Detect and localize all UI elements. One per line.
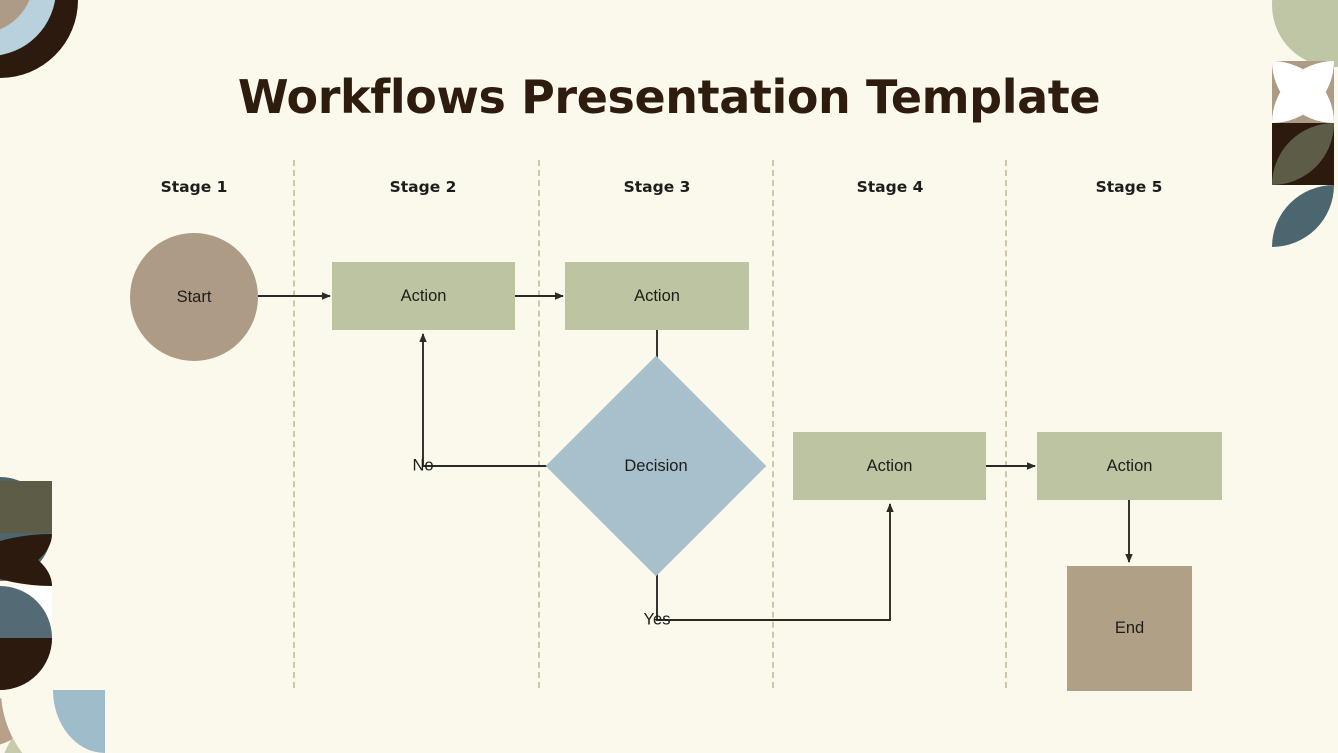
edge-label-no: No xyxy=(412,456,434,475)
lane-divider-1 xyxy=(293,160,295,688)
node-end[interactable]: End xyxy=(1067,566,1192,691)
node-action-2-label: Action xyxy=(634,286,680,305)
stage-label-2: Stage 2 xyxy=(389,178,457,196)
node-decision-label: Decision xyxy=(624,456,688,475)
lane-divider-3 xyxy=(772,160,774,688)
node-end-label: End xyxy=(1114,619,1145,637)
stage-label-4: Stage 4 xyxy=(856,178,924,196)
node-start[interactable]: Start xyxy=(130,233,258,361)
node-action-3-label: Action xyxy=(866,456,913,475)
lane-divider-2 xyxy=(538,160,540,688)
lane-divider-4 xyxy=(1005,160,1007,688)
node-decision[interactable]: Decision xyxy=(545,355,767,577)
node-action-1-label: Action xyxy=(400,286,447,305)
node-action-4[interactable]: Action xyxy=(1037,432,1222,500)
stage-label-1: Stage 1 xyxy=(160,178,228,196)
node-action-4-label: Action xyxy=(1106,456,1153,475)
stage-label-3: Stage 3 xyxy=(623,178,691,196)
node-start-label: Start xyxy=(176,287,212,306)
node-action-1[interactable]: Action xyxy=(332,262,515,330)
page-title: Workflows Presentation Template xyxy=(237,70,1101,124)
stage-label-5: Stage 5 xyxy=(1095,178,1163,196)
node-action-2[interactable]: Action xyxy=(565,262,749,330)
edge-label-yes: Yes xyxy=(643,610,671,629)
node-action-3[interactable]: Action xyxy=(793,432,986,500)
